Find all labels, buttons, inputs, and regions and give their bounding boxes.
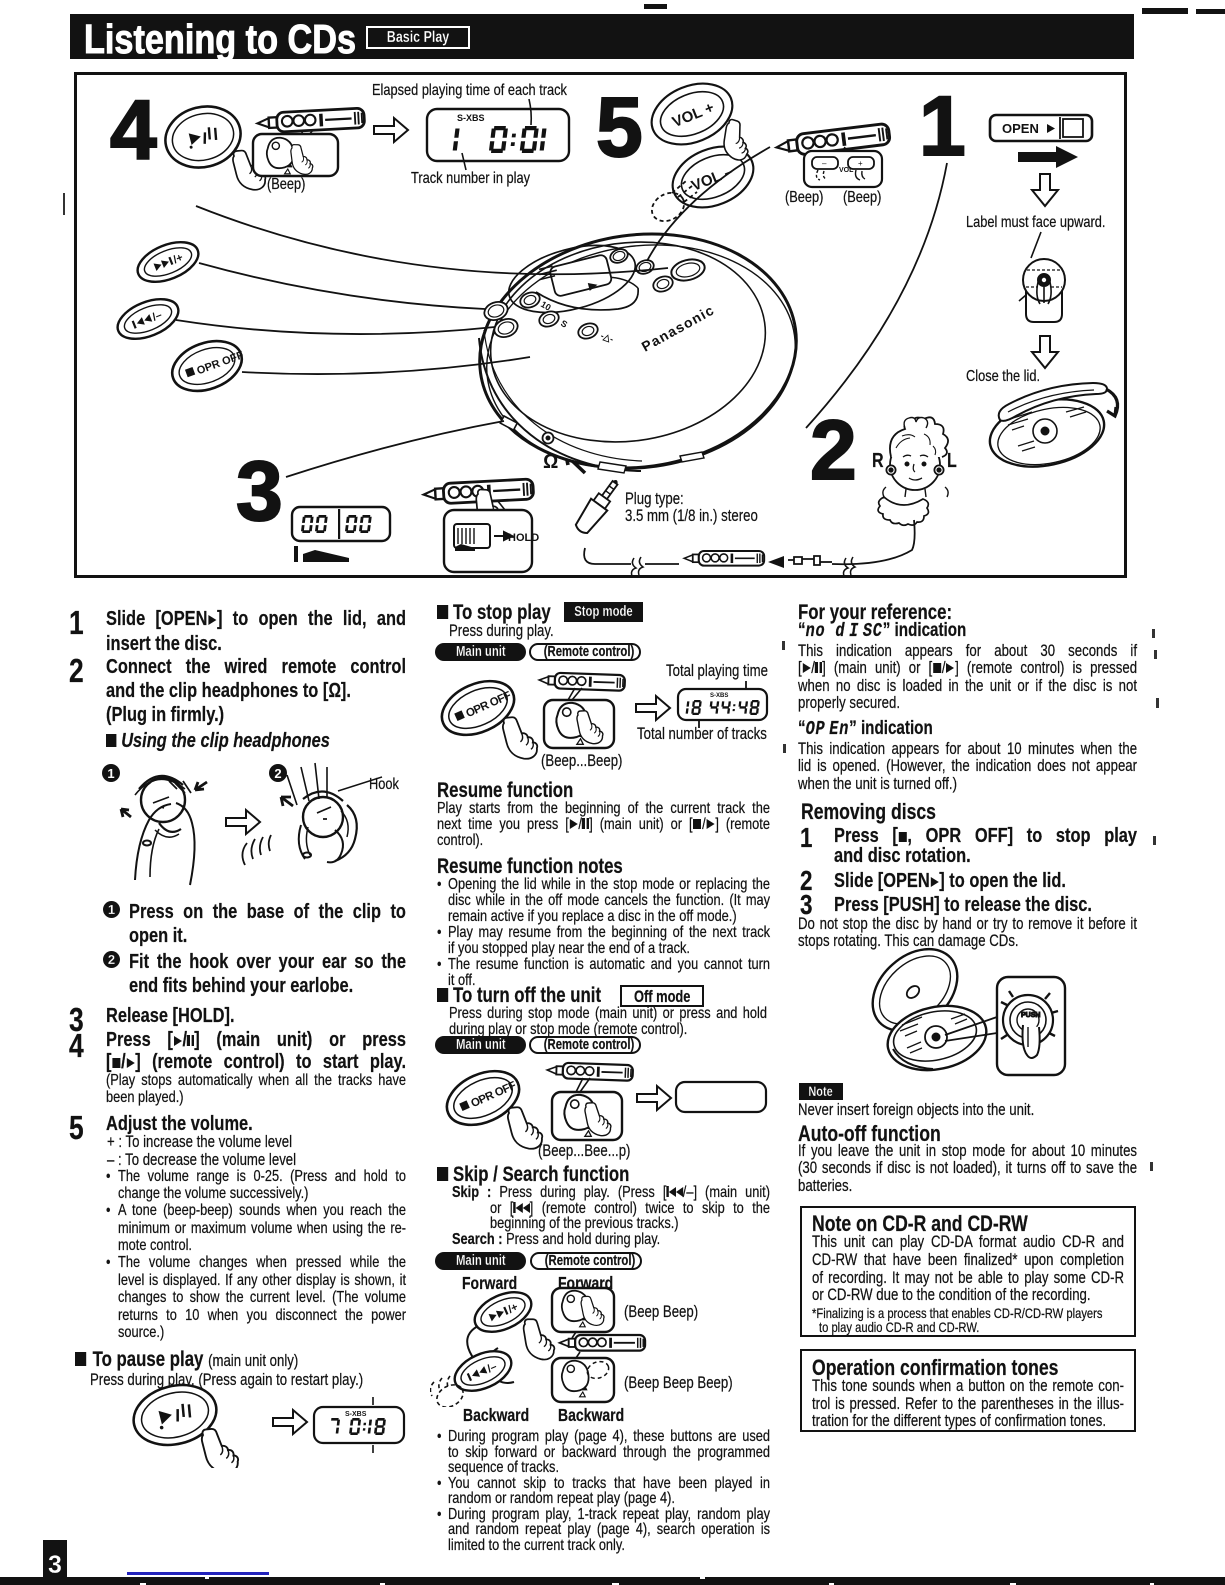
svg-text:HOLD: HOLD <box>508 532 539 544</box>
svg-text:+: + <box>858 159 863 168</box>
svg-text:–: – <box>822 159 827 168</box>
svg-text:1: 1 <box>107 766 114 781</box>
svg-text:S-XBS: S-XBS <box>457 113 485 123</box>
svg-text:3: 3 <box>236 444 283 538</box>
svg-text:10: 10 <box>539 299 553 313</box>
svg-text:/–: /– <box>486 1361 499 1376</box>
svg-text:2: 2 <box>274 766 281 781</box>
svg-text:1: 1 <box>919 79 966 173</box>
svg-text:S-XBS: S-XBS <box>345 1411 367 1418</box>
svg-text:S-XBS: S-XBS <box>710 693 728 699</box>
svg-text:4: 4 <box>110 83 157 177</box>
svg-text:VOL: VOL <box>839 167 854 174</box>
svg-text:/+: /+ <box>506 1301 520 1316</box>
svg-text:/–: /– <box>151 309 164 324</box>
svg-text:-△-: -△- <box>599 330 615 344</box>
svg-text:2: 2 <box>810 403 857 497</box>
svg-text:/+: /+ <box>172 252 185 267</box>
svg-text:S: S <box>559 318 569 330</box>
svg-text:PUSH: PUSH <box>1021 1012 1040 1019</box>
svg-text:OPEN: OPEN <box>1002 121 1039 136</box>
svg-text:5: 5 <box>596 80 643 174</box>
